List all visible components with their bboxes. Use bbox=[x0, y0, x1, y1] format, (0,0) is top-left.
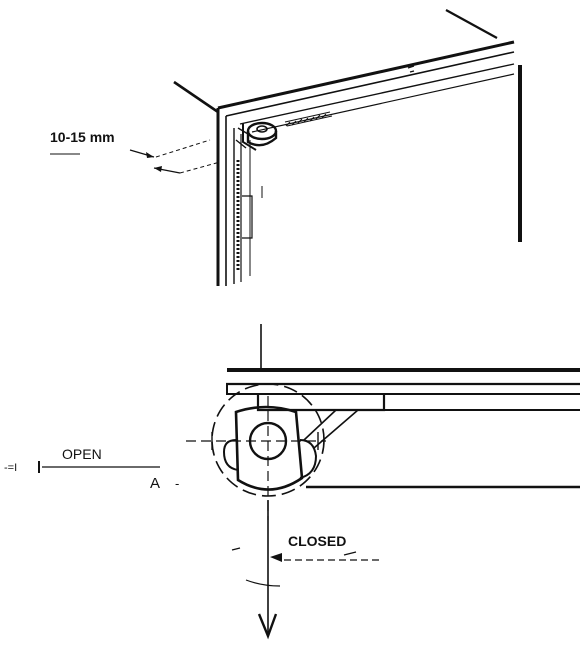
hinge-rotation-view: OPEN -=I A - CLOSED bbox=[4, 324, 580, 640]
hinge-arm-2 bbox=[303, 409, 337, 441]
lower-rail-end bbox=[226, 383, 580, 395]
left-marker: -=I bbox=[4, 462, 17, 474]
hinge-bolt bbox=[235, 121, 278, 151]
closed-arrowhead bbox=[270, 553, 282, 562]
hinge-bracket bbox=[256, 394, 386, 412]
point-a-label: A bbox=[150, 475, 160, 492]
door-top-edge bbox=[239, 63, 515, 125]
cabinet-top-edge-inner bbox=[225, 51, 515, 117]
gap-dimension-label: 10-15 mm bbox=[50, 129, 115, 145]
hinge-arm bbox=[313, 409, 359, 449]
top-diagonal-line bbox=[445, 9, 498, 39]
left-diagonal-line bbox=[173, 80, 219, 114]
door-corner-view: 10-15 mm bbox=[50, 9, 522, 286]
cabinet-top-edge bbox=[217, 40, 515, 110]
hinge-lobe-left bbox=[222, 439, 239, 471]
closed-label: CLOSED bbox=[288, 533, 346, 549]
point-a-dash: - bbox=[175, 476, 179, 491]
bottom-left-dash bbox=[231, 547, 241, 551]
door-top-edge-inner bbox=[251, 73, 515, 133]
top-edge-mark bbox=[407, 65, 415, 73]
drop-arrowhead bbox=[257, 613, 278, 640]
top-gasket-hatching bbox=[284, 111, 333, 127]
gap-dimension-marks bbox=[50, 139, 221, 174]
rotation-arc-bottom bbox=[245, 579, 281, 587]
inner-panel-piece bbox=[242, 195, 253, 239]
hinge-plate bbox=[234, 405, 304, 491]
open-label: OPEN bbox=[62, 446, 102, 462]
closed-arrow-tick bbox=[343, 551, 357, 556]
